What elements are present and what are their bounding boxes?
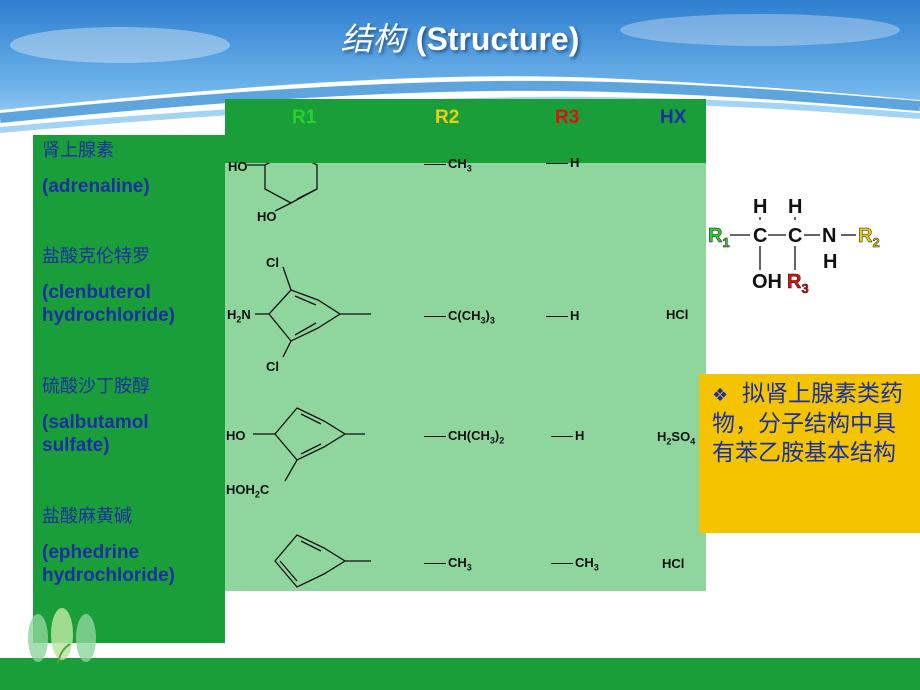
callout-body: 拟肾上腺素类药物，分子结构中具有苯乙胺基本结构	[712, 381, 903, 466]
svg-text:R2: R2	[858, 225, 880, 250]
drug-name-cn: 盐酸克伦特罗	[42, 246, 150, 267]
drug-name-cn: 硫酸沙丁胺醇	[42, 376, 150, 397]
salbutamol-ho: HO	[226, 428, 246, 443]
drug-name-ephedrine: 盐酸麻黄碱 (ephedrine hydrochloride)	[42, 505, 212, 587]
clenbuterol-ring	[255, 266, 371, 358]
drug-name-en: (adrenaline)	[42, 176, 150, 197]
table-body	[225, 163, 706, 591]
salbutamol-r3: H	[551, 428, 584, 443]
salbutamol-hoh2c: HOH2C	[226, 482, 270, 500]
svg-text:C: C	[753, 225, 767, 247]
column-header-r1: R1	[292, 107, 317, 128]
ephedrine-hx: HCl	[662, 556, 685, 571]
drug-name-en: (salbutamol sulfate)	[42, 412, 149, 456]
title-cn: 结构	[340, 20, 405, 58]
clenbuterol-hx: HCl	[666, 307, 689, 322]
clenbuterol-cl-bottom: Cl	[266, 359, 279, 374]
salbutamol-hx: H2SO4	[657, 429, 696, 447]
drug-name-salbutamol: 硫酸沙丁胺醇 (salbutamol sulfate)	[42, 375, 192, 457]
drug-name-cn: 盐酸麻黄碱	[42, 506, 132, 527]
adrenaline-r3: H	[546, 155, 579, 170]
column-header-r3: R3	[555, 107, 580, 128]
svg-text:R3: R3	[787, 271, 809, 296]
clenbuterol-h2n: H2N	[227, 307, 251, 325]
adrenaline-ring	[247, 163, 318, 212]
drug-names-panel	[33, 135, 225, 643]
svg-text:H: H	[788, 196, 802, 218]
svg-text:OH: OH	[752, 271, 782, 293]
adrenaline-ho-top: HO	[228, 159, 248, 174]
clenbuterol-cl-top: Cl	[266, 255, 279, 270]
table-header	[225, 99, 706, 163]
sprout-icon	[28, 608, 96, 664]
svg-text:H: H	[823, 251, 837, 273]
ephedrine-ring	[274, 534, 371, 588]
ephedrine-r2: CH3	[424, 555, 472, 573]
diamond-bullet-icon: ❖	[712, 385, 729, 406]
general-formula: H H R1 C C N R2 H OH R3	[708, 196, 880, 296]
drug-name-clenbuterol: 盐酸克伦特罗 (clenbuterol hydrochloride)	[42, 245, 217, 327]
drug-name-cn: 肾上腺素	[42, 140, 114, 161]
column-header-hx: HX	[660, 107, 687, 128]
svg-text:C: C	[788, 225, 802, 247]
salbutamol-r2: CH(CH3)2	[424, 428, 504, 446]
drug-name-en: (clenbuterol hydrochloride)	[42, 282, 176, 326]
drug-name-en: (ephedrine hydrochloride)	[42, 542, 176, 586]
salbutamol-ring	[253, 407, 365, 482]
title-en: (Structure)	[415, 21, 580, 57]
svg-text:N: N	[822, 225, 836, 247]
footer-bar	[0, 658, 920, 690]
r1-structures	[247, 163, 371, 588]
ephedrine-r3: CH3	[551, 555, 599, 573]
callout-text: ❖拟肾上腺素类药物，分子结构中具有苯乙胺基本结构	[712, 380, 912, 468]
page-title: 结构 (Structure)	[0, 14, 920, 60]
adrenaline-r2: CH3	[424, 156, 472, 174]
clenbuterol-r3: H	[546, 308, 579, 323]
drug-name-adrenaline: 肾上腺素 (adrenaline)	[42, 139, 150, 198]
callout-box	[699, 374, 920, 533]
adrenaline-ho-bottom: HO	[257, 209, 277, 224]
svg-text:R1: R1	[708, 225, 730, 250]
clenbuterol-r2: C(CH3)3	[424, 308, 495, 326]
svg-text:H: H	[753, 196, 767, 218]
column-header-r2: R2	[435, 107, 460, 128]
